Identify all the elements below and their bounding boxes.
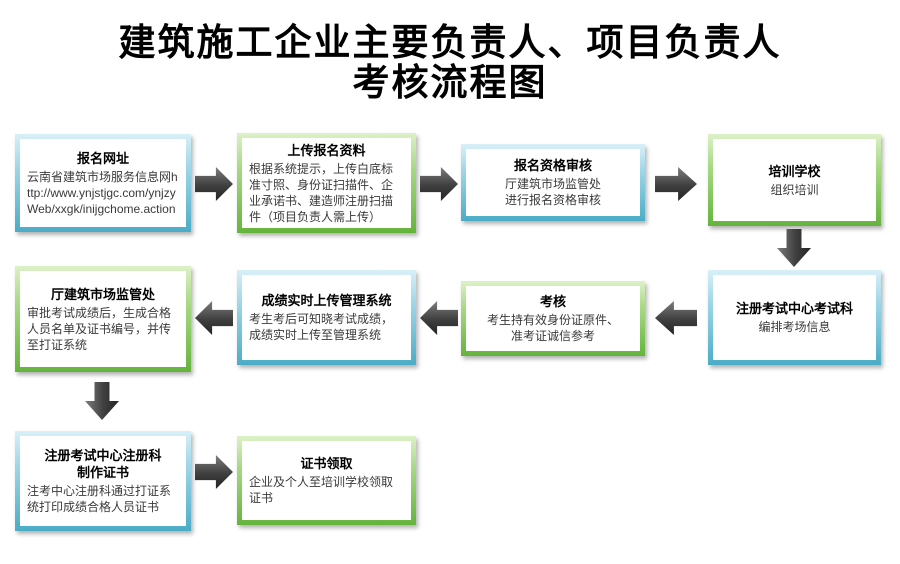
arrow-down-icon — [85, 382, 119, 420]
step-title: 成绩实时上传管理系统 — [261, 293, 392, 308]
flow-step-panel: 培训学校 组织培训 — [713, 139, 876, 221]
flow-step-panel: 成绩实时上传管理系统 考生考后可知晓考试成绩， 成绩实时上传至管理系统 — [242, 275, 411, 360]
arrow-down-icon — [777, 229, 811, 267]
arrow-right-icon — [655, 167, 697, 201]
flow-step-upload-materials: 上传报名资料 根据系统提示，上传白底标准寸照、身份证扫描件、企业承诺书、建造师注… — [237, 133, 416, 233]
step-title: 报名资格审核 — [513, 158, 592, 173]
step-body: 云南省建筑市场服务信息网http://www.ynjstjgc.com/ynjz… — [27, 169, 178, 216]
flow-step-qualification-review: 报名资格审核 厅建筑市场监管处 进行报名资格审核 — [461, 144, 645, 221]
step-body: 审批考试成绩后，生成合格人员名单及证书编号，并传至打证系统 — [27, 305, 172, 352]
step-body: 考生持有效身份证原件、 准考证诚信参考 — [486, 313, 619, 343]
step-body: 根据系统提示，上传白底标准寸照、身份证扫描件、企业承诺书、建造师注册扫描件（项目… — [249, 161, 394, 224]
step-title: 报名网址 — [76, 150, 129, 166]
page-title-line2: 考核流程图 — [352, 63, 548, 104]
page-title: 建筑施工企业主要负责人、项目负责人 考核流程图 — [0, 24, 900, 104]
flow-step-registration-website: 报名网址 云南省建筑市场服务信息网http://www.ynjstjgc.com… — [15, 134, 191, 232]
flow-step-assessment: 考核 考生持有效身份证原件、 准考证诚信参考 — [461, 281, 645, 356]
flow-step-exam-center-exam-section: 注册考试中心考试科 编排考场信息 — [708, 270, 881, 365]
page-title-line1: 建筑施工企业主要负责人、项目负责人 — [118, 23, 782, 64]
step-body: 企业及个人至培训学校领取证书 — [249, 475, 394, 505]
flow-step-market-supervision-office: 厅建筑市场监管处 审批考试成绩后，生成合格人员名单及证书编号，并传至打证系统 — [15, 266, 191, 372]
step-body: 考生考后可知晓考试成绩， 成绩实时上传至管理系统 — [249, 312, 394, 342]
flow-step-certificate-collection: 证书领取 企业及个人至培训学校领取证书 — [237, 436, 416, 525]
flow-step-panel: 考核 考生持有效身份证原件、 准考证诚信参考 — [466, 286, 640, 351]
flow-step-panel: 报名资格审核 厅建筑市场监管处 进行报名资格审核 — [466, 149, 640, 216]
step-title: 培训学校 — [768, 163, 821, 179]
flow-step-panel: 注册考试中心注册科 制作证书 注考中心注册科通过打证系统打印成绩合格人员证书 — [20, 436, 186, 526]
arrow-right-icon — [195, 455, 233, 489]
arrow-left-icon — [195, 301, 233, 335]
step-title: 注册考试中心注册科 制作证书 — [44, 448, 162, 480]
step-title: 上传报名资料 — [287, 142, 366, 158]
flow-step-panel: 报名网址 云南省建筑市场服务信息网http://www.ynjstjgc.com… — [20, 139, 186, 227]
arrow-right-icon — [420, 167, 458, 201]
flow-step-panel: 上传报名资料 根据系统提示，上传白底标准寸照、身份证扫描件、企业承诺书、建造师注… — [242, 138, 411, 228]
flow-step-panel: 证书领取 企业及个人至培训学校领取证书 — [242, 441, 411, 520]
step-body: 编排考场信息 — [758, 320, 831, 334]
step-title: 证书领取 — [300, 456, 353, 471]
flow-step-panel: 注册考试中心考试科 编排考场信息 — [713, 275, 876, 360]
arrow-left-icon — [655, 301, 697, 335]
step-title: 考核 — [539, 294, 566, 309]
flow-step-training-school: 培训学校 组织培训 — [708, 134, 881, 226]
flow-step-certificate-production: 注册考试中心注册科 制作证书 注考中心注册科通过打证系统打印成绩合格人员证书 — [15, 431, 191, 531]
step-title: 注册考试中心考试科 — [735, 301, 853, 316]
flow-step-panel: 厅建筑市场监管处 审批考试成绩后，生成合格人员名单及证书编号，并传至打证系统 — [20, 271, 186, 367]
step-title: 厅建筑市场监管处 — [50, 286, 155, 302]
step-body: 厅建筑市场监管处 进行报名资格审核 — [504, 177, 601, 207]
arrow-left-icon — [420, 301, 458, 335]
arrow-right-icon — [195, 167, 233, 201]
step-body: 注考中心注册科通过打证系统打印成绩合格人员证书 — [27, 484, 172, 514]
step-body: 组织培训 — [770, 182, 819, 197]
flow-step-score-upload-system: 成绩实时上传管理系统 考生考后可知晓考试成绩， 成绩实时上传至管理系统 — [237, 270, 416, 365]
